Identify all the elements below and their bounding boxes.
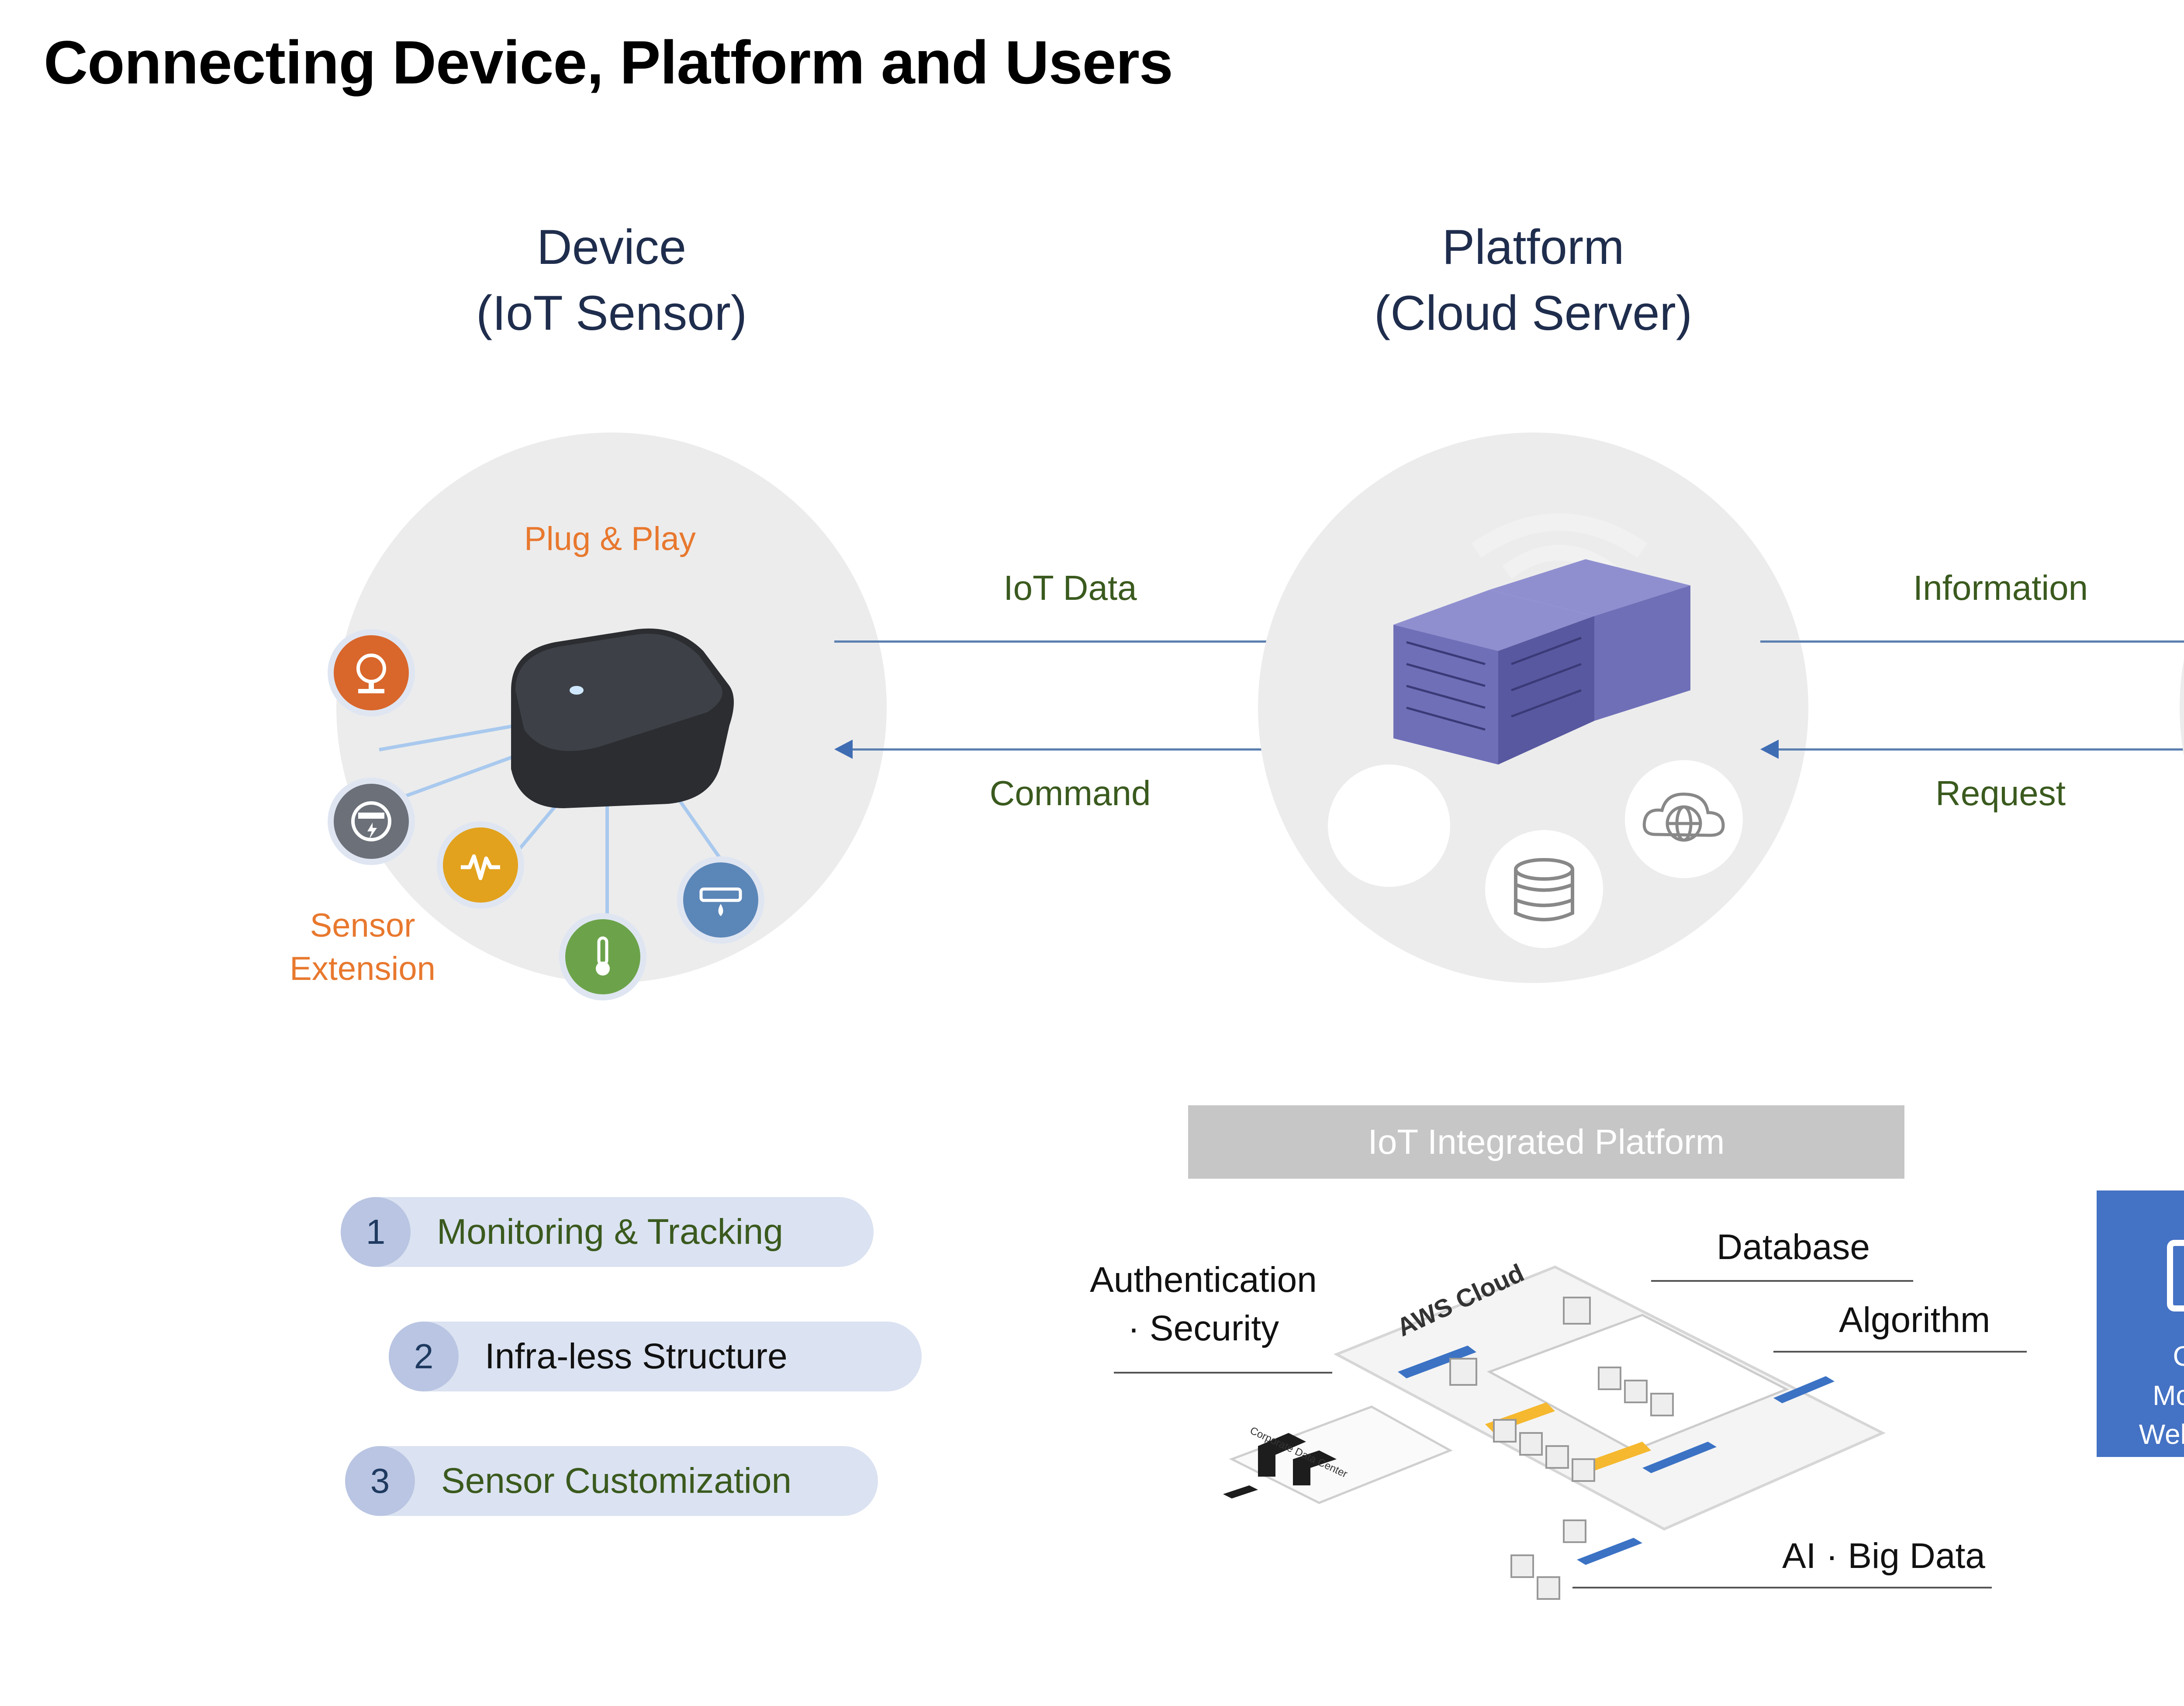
arrow-left-icon <box>1760 740 1779 759</box>
feature-pill-2: 2 Infra-less Structure <box>389 1322 922 1391</box>
database-annotation: Database <box>1717 1227 1870 1267</box>
auth-line1: Authentication <box>1090 1260 1317 1300</box>
feature-label: Sensor Customization <box>441 1461 792 1501</box>
sensor-extension-line2: Extension <box>290 950 435 987</box>
auth-line2: · Security <box>1127 1308 1279 1348</box>
cloud-server-rack-icon <box>1376 494 1725 791</box>
arrow-left-icon <box>834 740 853 759</box>
aws-architecture-diagram: AWS Cloud Corporate Data Center <box>1206 1258 1887 1673</box>
iot-data-arrow <box>834 640 1302 643</box>
service-label-line: Central <box>2173 1340 2184 1372</box>
information-arrow <box>1760 640 2184 643</box>
request-label: Request <box>1935 774 2066 813</box>
ai-big-data-annotation: AI · Big Data <box>1782 1536 1985 1576</box>
service-tile-central-monitoring: Central Monitoring Web Service <box>2097 1190 2184 1457</box>
authentication-security-annotation: Authentication · Security <box>1079 1256 1328 1353</box>
request-arrow <box>1778 748 2184 751</box>
analytics-monitor-icon <box>1328 765 1450 887</box>
annotation-leader-line <box>1572 1587 1992 1588</box>
database-icon <box>1485 830 1603 948</box>
annotation-leader-line <box>1773 1351 2027 1353</box>
feature-number: 2 <box>389 1322 459 1391</box>
feature-number: 3 <box>345 1446 415 1516</box>
platform-heading: Platform (Cloud Server) <box>1227 214 1839 346</box>
monitor-network-icon <box>2166 1239 2184 1337</box>
pressure-gauge-icon <box>328 629 415 716</box>
electric-meter-icon <box>328 778 415 865</box>
thermometer-icon <box>559 913 646 1000</box>
iot-integrated-platform-banner: IoT Integrated Platform <box>1188 1105 1904 1179</box>
users-heading-title: Users <box>2149 214 2184 280</box>
service-label-line: Monitoring <box>2153 1379 2184 1411</box>
platform-heading-title: Platform <box>1442 220 1624 274</box>
iot-data-label: IoT Data <box>1003 568 1137 607</box>
plug-and-play-label: Plug & Play <box>524 520 696 557</box>
users-heading: Users (B2B & B2G) <box>2149 214 2184 346</box>
command-arrow <box>847 748 1315 751</box>
feature-pill-1: 1 Monitoring & Tracking <box>341 1197 874 1267</box>
service-label: Central Monitoring Web Service <box>2139 1337 2184 1454</box>
page-title: Connecting Device, Platform and Users <box>44 28 1173 97</box>
command-label: Command <box>989 774 1151 813</box>
annotation-leader-line <box>1114 1372 1332 1374</box>
users-heading-subtitle: (B2B & B2G) <box>2149 280 2184 346</box>
feature-pill-3: 3 Sensor Customization <box>345 1446 878 1516</box>
information-label: Information <box>1913 568 2088 607</box>
users-circle <box>2180 433 2184 983</box>
sensor-extension-line1: Sensor <box>310 907 415 944</box>
sensor-extension-label: Sensor Extension <box>288 904 437 991</box>
annotation-leader-line <box>1651 1280 1913 1282</box>
waveform-icon <box>437 821 524 909</box>
device-heading-subtitle: (IoT Sensor) <box>476 286 747 341</box>
algorithm-annotation: Algorithm <box>1839 1300 1990 1340</box>
cloud-globe-icon <box>1625 760 1743 878</box>
feature-label: Infra-less Structure <box>485 1336 788 1376</box>
platform-heading-subtitle: (Cloud Server) <box>1374 286 1693 341</box>
service-label-line: Web Service <box>2139 1419 2184 1450</box>
iot-hub-device <box>494 625 738 808</box>
feature-number: 1 <box>341 1197 411 1267</box>
pipe-leak-icon <box>677 856 764 944</box>
device-heading-title: Device <box>536 220 687 274</box>
device-heading: Device (IoT Sensor) <box>306 214 917 346</box>
feature-label: Monitoring & Tracking <box>437 1212 784 1252</box>
